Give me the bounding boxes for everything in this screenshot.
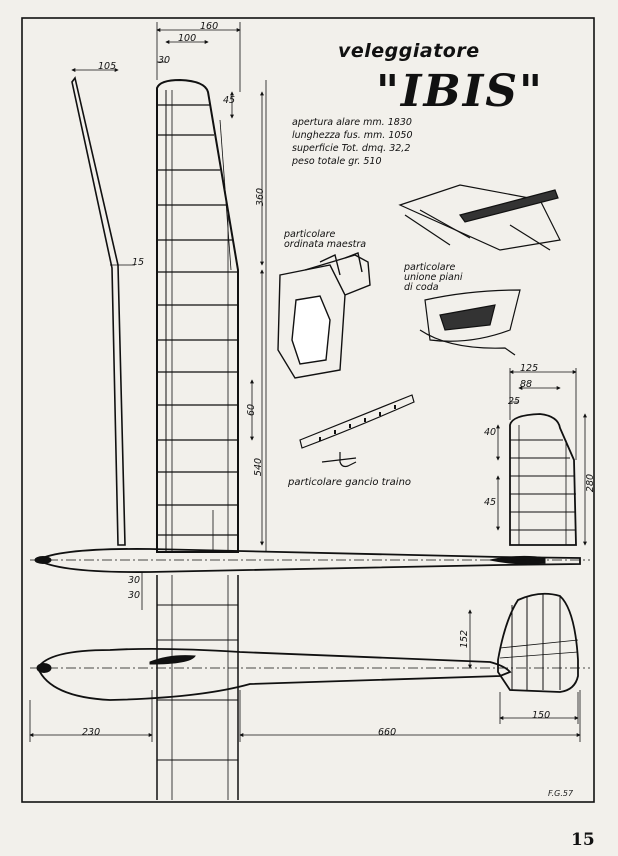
fuselage-top-view: [30, 548, 590, 573]
tail-joint-detail-sketch: [398, 184, 561, 356]
fuselage-side-view: [30, 647, 590, 701]
spec-unit: dmq.: [361, 143, 387, 154]
spec-unit: mm.: [363, 117, 385, 128]
dim-label: 105: [98, 61, 117, 72]
tail-detail-label-line: di coda: [404, 282, 439, 293]
dim-label: 152: [459, 629, 471, 649]
dim-label: 15: [132, 257, 145, 268]
frame-detail-sketch: [277, 252, 371, 379]
dim-label: 660: [378, 727, 397, 738]
dim-label: 160: [200, 21, 219, 32]
wing-front-view: [71, 76, 126, 546]
dim-label: 88: [520, 379, 533, 390]
spec-row: lunghezza fus. mm. 1050: [292, 129, 413, 142]
drawing-frame: [21, 17, 595, 803]
dim-label: 30: [128, 575, 141, 586]
spec-row: peso totale gr. 510: [292, 155, 413, 168]
frame-detail-label-line: ordinata maestra: [284, 239, 367, 250]
dim-label: 30: [158, 55, 171, 66]
spec-value: 1830: [387, 117, 412, 128]
spec-label: peso totale: [292, 156, 346, 167]
dim-label: 45: [223, 95, 236, 106]
stabilizer-plan-view: [509, 413, 577, 546]
dim-label: 280: [585, 473, 597, 493]
fin-side-view: [497, 592, 579, 693]
spec-value: 32,2: [389, 143, 411, 154]
frame-detail-label-line: particolare: [284, 229, 336, 240]
tail-detail-label-line: unione piani: [404, 272, 463, 283]
dim-label: 30: [128, 590, 141, 601]
frame-detail-label: particolare ordinata maestra: [284, 230, 366, 250]
title-subtitle: veleggiatore: [338, 40, 480, 62]
dim-label: 25: [508, 396, 521, 407]
draftsman-signature: F.G.57: [548, 789, 574, 798]
dim-label: 125: [520, 363, 539, 374]
wing-plan-view: [156, 78, 239, 800]
hook-detail-label: particolare gancio traino: [288, 477, 412, 488]
dim-label: 60: [246, 403, 258, 417]
spec-label: apertura alare: [292, 117, 361, 128]
tail-detail-label-line: particolare: [404, 262, 456, 273]
dim-label: 40: [484, 427, 497, 438]
spec-label: lunghezza fus.: [292, 130, 361, 141]
spec-label: superficie Tot.: [292, 143, 359, 154]
dim-label: 360: [255, 187, 267, 207]
specifications-block: apertura alare mm. 1830 lunghezza fus. m…: [292, 116, 413, 168]
tail-detail-label: particolare unione piani di coda: [404, 263, 463, 293]
dim-label: 150: [532, 710, 551, 721]
spec-row: superficie Tot. dmq. 32,2: [292, 142, 413, 155]
dim-label: 100: [178, 33, 197, 44]
dim-label: 45: [484, 497, 497, 508]
dimension-lines: [29, 22, 587, 742]
spec-value: 510: [363, 156, 382, 167]
tow-hook-detail-sketch: [299, 394, 415, 468]
spec-value: 1050: [388, 130, 413, 141]
glider-name-title: "IBIS": [376, 66, 544, 117]
spec-unit: gr.: [348, 156, 361, 167]
page-number: 15: [571, 830, 595, 850]
dim-label: 230: [82, 727, 101, 738]
dim-label: 540: [253, 457, 265, 477]
spec-unit: mm.: [363, 130, 386, 141]
spec-row: apertura alare mm. 1830: [292, 116, 413, 129]
